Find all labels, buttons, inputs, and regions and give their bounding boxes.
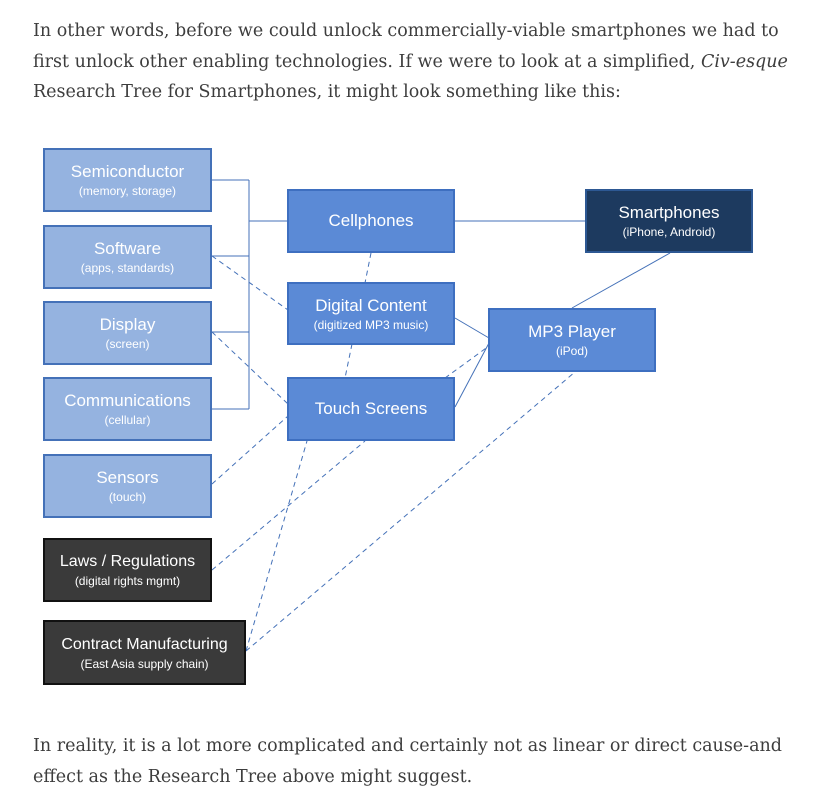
node-digital-content: Digital Content (digitized MP3 music) — [287, 282, 455, 345]
node-sensors-title: Sensors — [96, 468, 159, 487]
node-communications: Communications (cellular) — [43, 377, 212, 441]
node-semiconductor-title: Semiconductor — [70, 162, 185, 181]
node-contract-sub: (East Asia supply chain) — [80, 656, 209, 671]
connector-mp3-smartphones — [571, 252, 671, 309]
node-touch-screens: Touch Screens — [287, 377, 455, 441]
node-laws-sub: (digital rights mgmt) — [74, 574, 181, 588]
dashed-software-digital — [211, 255, 289, 311]
node-digital-title: Digital Content — [315, 295, 427, 315]
dashed-display-touch — [211, 331, 289, 405]
node-communications-title: Communications — [64, 391, 191, 410]
node-laws-title: Laws / Regulations — [59, 553, 196, 570]
node-software-sub: (apps, standards) — [80, 261, 175, 275]
node-contract-manufacturing: Contract Manufacturing (East Asia supply… — [43, 620, 246, 685]
node-semiconductor: Semiconductor (memory, storage) — [43, 148, 212, 212]
intro-text-start: In other words, before we could unlock c… — [33, 21, 779, 72]
node-display: Display (screen) — [43, 301, 212, 365]
dashed-contract-touch — [245, 440, 308, 652]
intro-text-end: Research Tree for Smartphones, it might … — [33, 82, 621, 102]
node-semiconductor-sub: (memory, storage) — [78, 184, 177, 198]
outro-paragraph: In reality, it is a lot more complicated… — [33, 736, 782, 787]
connector-touch-mp3 — [454, 342, 490, 408]
node-cellphones-title: Cellphones — [328, 211, 414, 230]
dashed-digital-touch — [344, 343, 353, 379]
node-laws-regulations: Laws / Regulations (digital rights mgmt) — [43, 538, 212, 602]
node-sensors: Sensors (touch) — [43, 454, 212, 518]
connector-digital-mp3 — [454, 317, 490, 339]
node-digital-sub: (digitized MP3 music) — [313, 317, 429, 332]
intro-italic-civesque: Civ-esque — [700, 51, 788, 72]
dashed-laws-touch — [211, 440, 366, 571]
node-display-sub: (screen) — [105, 337, 150, 351]
node-contract-title: Contract Manufacturing — [61, 635, 228, 653]
node-mp3-player: MP3 Player (iPod) — [488, 308, 656, 372]
node-mp3-title: MP3 Player — [528, 322, 616, 341]
dashed-touch-mp3 — [444, 345, 490, 379]
node-software-title: Software — [93, 239, 162, 258]
node-display-title: Display — [99, 315, 156, 334]
node-software: Software (apps, standards) — [43, 225, 212, 289]
node-smartphones: Smartphones (iPhone, Android) — [585, 189, 753, 253]
node-smartphones-sub: (iPhone, Android) — [622, 225, 716, 239]
node-touch-title: Touch Screens — [314, 399, 428, 418]
node-smartphones-title: Smartphones — [618, 203, 720, 222]
node-cellphones: Cellphones — [287, 189, 455, 253]
dashed-cellphones-digital — [364, 252, 372, 284]
intro-paragraph: In other words, before we could unlock c… — [33, 16, 793, 108]
node-mp3-sub: (iPod) — [555, 344, 588, 358]
dashed-sensors-touch — [211, 415, 289, 485]
node-communications-sub: (cellular) — [104, 413, 151, 427]
node-sensors-sub: (touch) — [108, 490, 147, 504]
